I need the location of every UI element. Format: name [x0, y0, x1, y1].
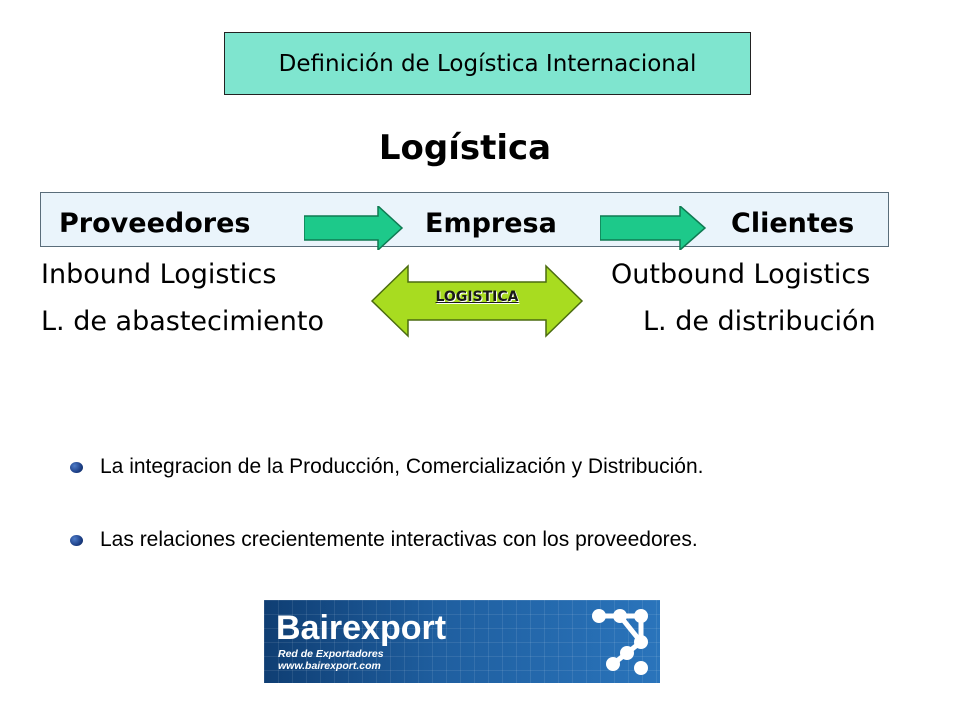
list-item: La integracion de la Producción, Comerci…: [70, 454, 703, 480]
double-arrow-label: LOGISTICA: [435, 289, 519, 305]
slide-title-box: Definición de Logística Internacional: [224, 32, 751, 95]
flow-step-empresa: Empresa: [425, 208, 557, 239]
flow-step-clientes: Clientes: [731, 208, 855, 239]
flow-step-proveedores: Proveedores: [59, 208, 251, 239]
bullet-text: Las relaciones crecientemente interactiv…: [100, 528, 698, 551]
outbound-label: Outbound Logistics: [611, 259, 871, 290]
logo-tagline: Red de Exportadores: [278, 648, 384, 660]
bairexport-logo: Bairexport Red de Exportadores www.baire…: [264, 600, 660, 683]
flow-box: [40, 192, 889, 247]
double-arrow-icon: [370, 264, 584, 338]
bullet-text: La integracion de la Producción, Comerci…: [100, 455, 704, 478]
list-item: Las relaciones crecientemente interactiv…: [70, 527, 698, 553]
network-dots-icon: [592, 609, 648, 675]
slide-title: Definición de Logística Internacional: [278, 50, 697, 77]
bullet-icon: [70, 461, 83, 473]
outbound-sub-label: L. de distribución: [643, 306, 876, 337]
bullet-icon: [70, 534, 83, 546]
logo-url: www.bairexport.com: [278, 660, 381, 672]
right-arrow-icon: [600, 206, 707, 250]
inbound-label: Inbound Logistics: [41, 259, 277, 290]
right-arrow-icon: [304, 206, 404, 250]
logo-name: Bairexport: [276, 609, 447, 647]
inbound-sub-label: L. de abastecimiento: [41, 306, 325, 337]
page-heading: Logística: [378, 128, 552, 168]
